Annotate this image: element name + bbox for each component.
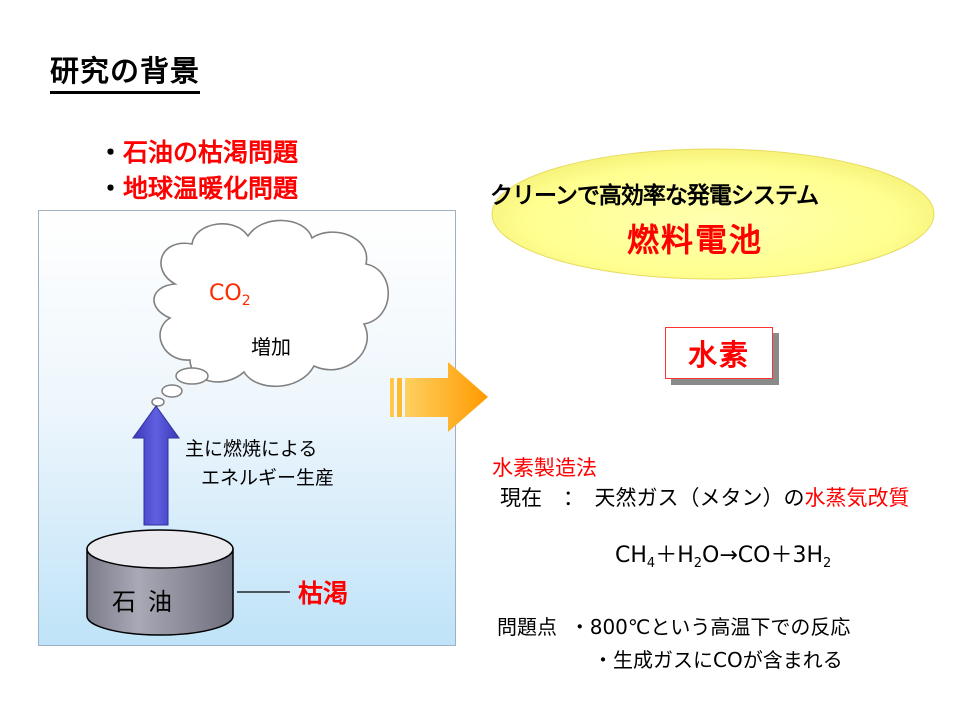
bullet-marker: ・ bbox=[98, 174, 124, 203]
bullet-marker: ・ bbox=[98, 138, 124, 167]
co2-label: CO2 bbox=[209, 281, 251, 309]
hydrogen-label: 水素 bbox=[687, 338, 750, 372]
bullet-text: 石油の枯渇問題 bbox=[123, 138, 299, 167]
problem-item-1: ・800℃という高温下での反応 bbox=[569, 615, 851, 639]
problem-item-2: ・生成ガスにCOが含まれる bbox=[593, 648, 843, 672]
bullet-global-warming: ・地球温暖化問題 bbox=[98, 172, 298, 206]
combustion-label-line2: エネルギー生産 bbox=[201, 467, 335, 489]
oil-label: 石油 bbox=[112, 588, 184, 616]
combustion-label-line1: 主に燃焼による bbox=[185, 438, 318, 460]
page-title: 研究の背景 bbox=[50, 52, 201, 94]
right-arrow-icon bbox=[390, 362, 488, 432]
reaction-formula: CH4＋H2O→CO＋3H2 bbox=[615, 543, 832, 571]
oil-cylinder bbox=[86, 529, 234, 636]
fuel-cell-label: 燃料電池 bbox=[627, 221, 764, 259]
current-method: 現在 ： 天然ガス（メタン）の水蒸気改質 bbox=[500, 486, 910, 510]
clean-system-label: クリーンで高効率な発電システム bbox=[490, 183, 819, 209]
thought-bubbles bbox=[151, 367, 209, 407]
depletion-label: 枯渇 bbox=[298, 579, 349, 608]
increase-label: 増加 bbox=[251, 335, 291, 359]
highlight-ellipse bbox=[491, 148, 935, 280]
upward-arrow-icon bbox=[132, 405, 180, 526]
production-heading: 水素製造法 bbox=[492, 456, 597, 480]
hydrogen-box: 水素 bbox=[665, 327, 773, 379]
bullet-oil-depletion: ・石油の枯渇問題 bbox=[98, 136, 298, 170]
problems-label: 問題点 bbox=[497, 615, 557, 639]
bullet-text: 地球温暖化問題 bbox=[123, 174, 299, 203]
problems-line1: 問題点 ・800℃という高温下での反応 bbox=[497, 611, 850, 640]
cloud-shape bbox=[153, 219, 389, 388]
